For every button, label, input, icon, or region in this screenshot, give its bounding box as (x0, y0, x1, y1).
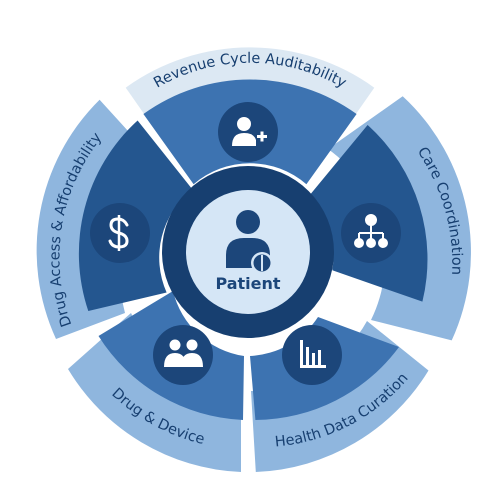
group-icon (153, 325, 213, 385)
network-icon (341, 203, 401, 263)
center-label: Patient (215, 274, 280, 293)
dollar-icon (90, 203, 150, 263)
bar-chart-icon (282, 325, 342, 385)
patient-icon (226, 210, 273, 274)
add-user-icon (218, 102, 278, 162)
